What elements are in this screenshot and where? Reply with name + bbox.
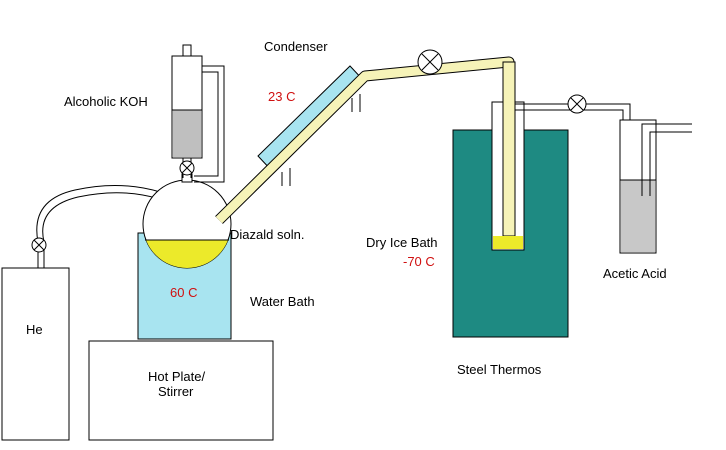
label-alcoholic-koh: Alcoholic KOH [64,94,148,109]
label-hot-plate: Hot Plate/ [148,369,205,384]
label-stirrer: Stirrer [158,384,194,399]
condenser-jacket [257,65,366,173]
acetic-acid-solution [621,180,655,252]
condenser-outlet [281,94,361,186]
label-diazald: Diazald soln. [230,227,304,242]
label-he: He [26,322,43,337]
label-water-bath: Water Bath [250,294,315,309]
funnel-stopcock-icon[interactable] [179,160,195,176]
line-valve-icon[interactable] [417,49,443,75]
label-dry-ice-bath: Dry Ice Bath [366,235,438,250]
helium-tank [1,267,70,441]
helium-valve-icon[interactable] [31,237,47,253]
label-acetic-acid: Acetic Acid [603,266,667,281]
acetic-acid-trap [619,119,692,254]
label-water-bath-temp: 60 C [170,285,197,300]
collected-diazomethane [493,236,523,249]
helium-tubing [36,185,161,268]
label-steel-thermos: Steel Thermos [457,362,542,377]
label-condenser-temp: 23 C [268,89,295,104]
exit-valve-icon[interactable] [567,94,587,114]
label-condenser: Condenser [264,39,328,54]
hot-plate [88,340,274,441]
addition-funnel [171,44,225,183]
label-dry-ice-temp: -70 C [403,254,435,269]
koh-solution [173,110,201,157]
